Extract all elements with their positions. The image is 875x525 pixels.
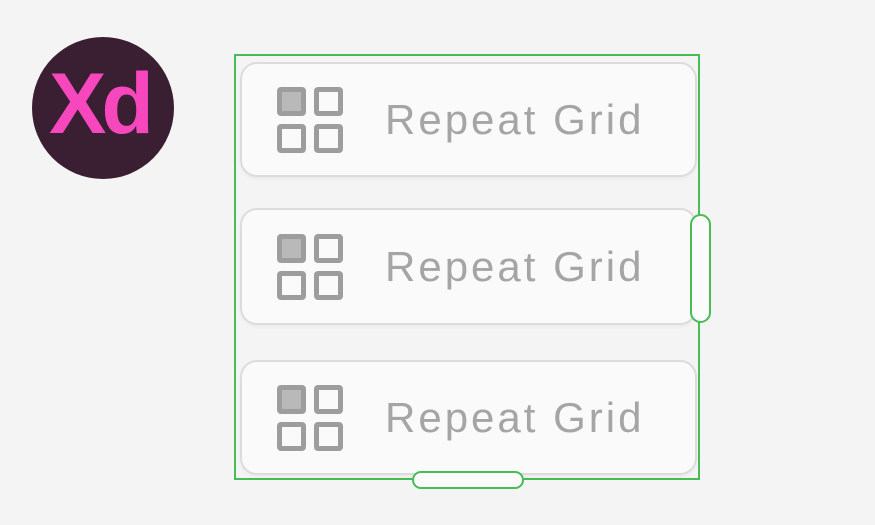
grid-icon	[277, 86, 343, 153]
grid-icon-square	[314, 384, 343, 414]
grid-icon-square-filled	[277, 384, 306, 414]
repeat-grid-item-label: Repeat Grid	[385, 95, 645, 143]
grid-icon-square	[314, 86, 343, 116]
grid-icon-square-filled	[277, 233, 306, 263]
adobe-xd-logo-text: Xd	[49, 56, 154, 152]
repeat-grid-item[interactable]: Repeat Grid	[240, 360, 697, 475]
grid-icon-square	[314, 123, 343, 153]
grid-icon	[277, 233, 343, 300]
repeat-grid-item-label: Repeat Grid	[385, 393, 645, 441]
repeat-grid-selection[interactable]: Repeat Grid Repeat Grid Repeat Grid	[234, 54, 700, 480]
repeat-grid-bottom-handle[interactable]	[412, 471, 524, 489]
grid-icon-square	[314, 421, 343, 451]
grid-icon	[277, 384, 343, 451]
repeat-grid-item[interactable]: Repeat Grid	[240, 62, 697, 177]
grid-icon-square	[314, 233, 343, 263]
grid-icon-square	[277, 123, 306, 153]
grid-icon-square-filled	[277, 86, 306, 116]
grid-icon-square	[314, 270, 343, 300]
repeat-grid-item[interactable]: Repeat Grid	[240, 208, 697, 325]
adobe-xd-logo: Xd	[32, 37, 174, 179]
grid-icon-square	[277, 270, 306, 300]
grid-icon-square	[277, 421, 306, 451]
repeat-grid-item-label: Repeat Grid	[385, 242, 645, 290]
repeat-grid-right-handle[interactable]	[690, 214, 711, 323]
